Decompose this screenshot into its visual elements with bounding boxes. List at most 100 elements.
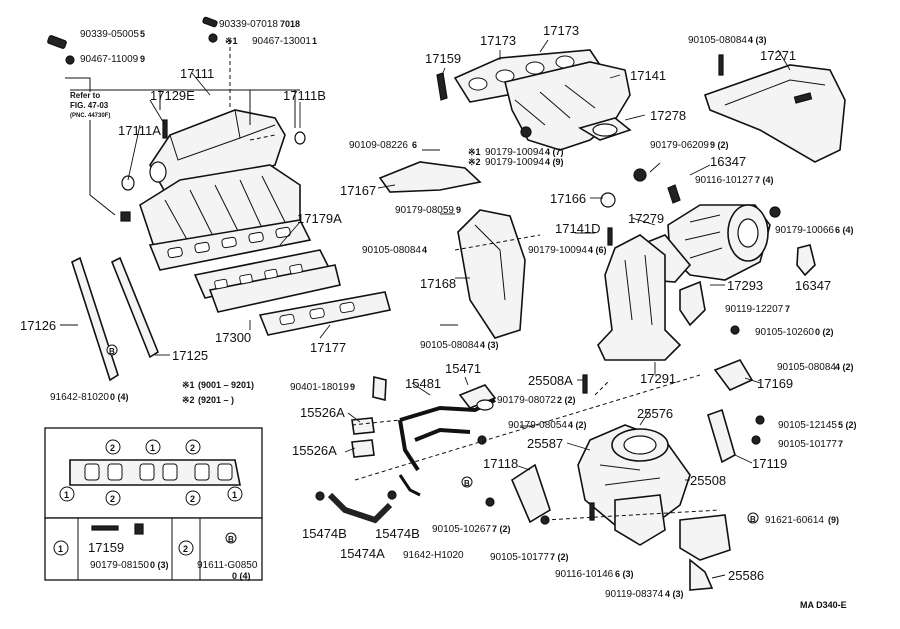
label-25508a: 25508A (528, 373, 573, 388)
label-90339-07018: 90339-07018 (219, 19, 278, 30)
label-17119: 17119 (752, 456, 787, 471)
legend-star1-mark: ※1 (182, 380, 195, 390)
note-90179-10094-2: 4 (9) (545, 157, 564, 167)
label-90105-08084-c: 90105-08084 (777, 362, 836, 373)
label-90179-08072: 90179-08072 (497, 395, 556, 406)
note-90179-08059: 9 (456, 205, 461, 215)
label-15474a: 15474A (340, 546, 385, 561)
label-16347-a: 16347 (710, 154, 746, 169)
note-91621-60614: (9) (828, 515, 839, 525)
manifold-stays-drawing: B (71, 256, 159, 382)
label-17111b: 17111B (283, 88, 326, 103)
label-90105-12145: 90105-12145 (778, 420, 837, 431)
label-17271: 17271 (760, 48, 796, 63)
note-90179-08054: 4 (2) (568, 420, 587, 430)
note-90116-10127: 7 (4) (755, 175, 774, 185)
label-17293: 17293 (727, 278, 763, 293)
note-91642-81020: 0 (4) (110, 392, 129, 402)
label-17111: 17111 (180, 66, 214, 81)
label-90339-05005: 90339-05005 (80, 29, 139, 40)
label-90179-08054: 90179-08054 (508, 420, 567, 431)
inset-callout-2b: 2 (190, 443, 195, 453)
legend-star2-mark: ※2 (182, 395, 195, 405)
star1-mark-a: ※1 (225, 36, 238, 46)
label-17279: 17279 (628, 211, 664, 226)
label-17173-a: 17173 (480, 33, 516, 48)
label-91642-81020: 91642-81020 (50, 392, 109, 403)
star1-mark-b: ※1 (468, 147, 481, 157)
manifold-gaskets-drawing (193, 249, 392, 336)
label-90179-10094-2: 90179-10094 (485, 157, 544, 168)
label-17169: 17169 (757, 376, 793, 391)
svg-text:B: B (464, 479, 470, 488)
note-90179-10066: 6 (4) (835, 225, 854, 235)
label-16347-b: 16347 (795, 278, 831, 293)
note-90105-08084-a: 4 (422, 245, 427, 255)
note-90179-10094-1: 4 (7) (545, 147, 564, 157)
inset-box2-label: 2 (183, 544, 188, 554)
label-90105-08084-top: 90105-08084 (688, 35, 747, 46)
label-17141: 17141 (630, 68, 666, 83)
note-90179-08072: 2 (2) (557, 395, 576, 405)
inset-callout-1c: 1 (232, 490, 237, 500)
label-90119-08374: 90119-08374 (605, 589, 664, 600)
note-90179-10094-c: 4 (6) (588, 245, 607, 255)
front-pipe-converter-drawing: B (477, 374, 759, 591)
note-90109-08226: 6 (412, 140, 417, 150)
label-15471: 15471 (445, 361, 481, 376)
star2-mark-b: ※2 (468, 157, 481, 167)
label-25508: 25508 (690, 473, 726, 488)
label-15481: 15481 (405, 376, 441, 391)
label-17168: 17168 (420, 276, 456, 291)
gasket-inset-box: 2 1 2 1 2 2 1 (44, 427, 263, 519)
inset-callout-2d: 2 (190, 494, 195, 504)
legend-star2-range: (9201 – ) (198, 395, 234, 405)
label-90179-08150: 90179-08150 (90, 560, 149, 571)
inset-box1-label: 1 (58, 544, 63, 554)
label-17141d: 17141D (555, 221, 601, 236)
note-90105-08084-b: 4 (3) (480, 340, 499, 350)
label-90119-12207: 90119-12207 (725, 304, 784, 315)
label-25587: 25587 (527, 436, 563, 451)
note-90105-10177-a: 7 (838, 439, 843, 449)
note-90105-10267: 7 (2) (492, 524, 511, 534)
label-17177: 17177 (310, 340, 346, 355)
label-15526a-2: 15526A (292, 443, 337, 458)
note-90179-06209: 9 (2) (710, 140, 729, 150)
note-90105-10177-b: 7 (2) (550, 552, 569, 562)
label-90105-08084-a: 90105-08084 (362, 245, 421, 256)
label-15526a-1: 15526A (300, 405, 345, 420)
note-90467-13001: 1 (312, 36, 317, 46)
inset-callout-1a: 1 (150, 443, 155, 453)
label-17300: 17300 (215, 330, 251, 345)
label-17166: 17166 (550, 191, 586, 206)
label-90179-08059: 90179-08059 (395, 205, 454, 216)
inset-callout-1b: 1 (64, 490, 69, 500)
label-15474b-2: 15474B (375, 526, 420, 541)
svg-text:B: B (228, 535, 234, 544)
note-90339-05005: 5 (140, 29, 145, 39)
label-17129e: 17129E (150, 88, 195, 103)
label-17125: 17125 (172, 348, 208, 363)
note-91611-g0850: 0 (4) (232, 571, 251, 581)
note-90467-11009: 9 (140, 54, 145, 64)
label-90109-08226: 90109-08226 (349, 140, 408, 151)
svg-text:B: B (109, 347, 115, 356)
legend-star1-range: (9001 – 9201) (198, 380, 254, 390)
turbo-heat-insulator-drawing (703, 54, 846, 163)
label-15474b-1: 15474B (302, 526, 347, 541)
note-90179-08150: 0 (3) (150, 560, 169, 570)
label-91642-h1020: 91642-H1020 (403, 550, 464, 561)
label-25586: 25586 (728, 568, 764, 583)
label-91611-g0850: 91611-G0850 (197, 560, 258, 571)
exhaust-manifold-drawing (436, 49, 632, 151)
note-90105-10260: 0 (2) (815, 327, 834, 337)
label-90116-10127: 90116-10127 (695, 175, 754, 186)
label-91621-60614: 91621-60614 (765, 515, 824, 526)
note-90119-08374: 4 (3) (665, 589, 684, 599)
refer-to-line3: (PNC. 44730F) (70, 113, 110, 119)
label-17291: 17291 (640, 371, 676, 386)
refer-to-line1: Refer to (70, 91, 100, 100)
